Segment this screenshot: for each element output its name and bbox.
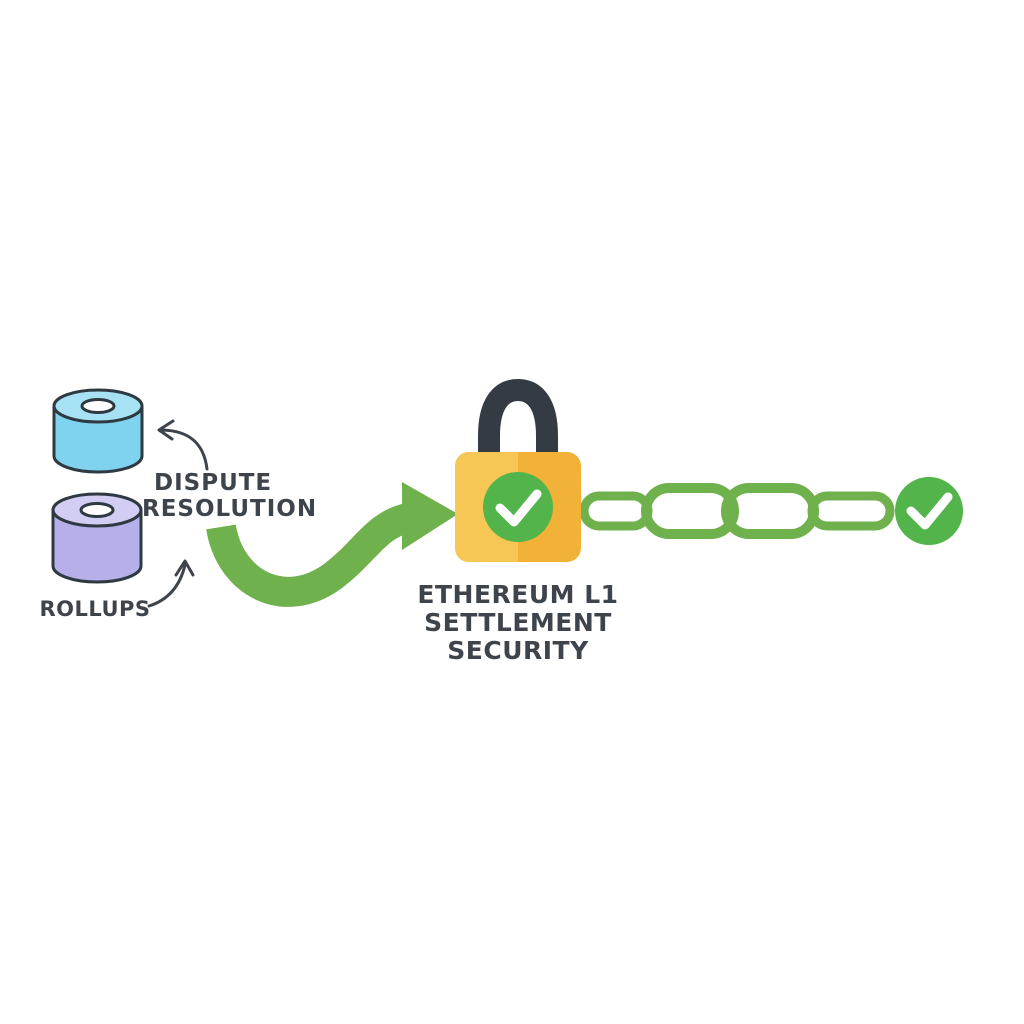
purple-cylinder-hole bbox=[79, 502, 115, 518]
padlock-check-circle bbox=[483, 472, 553, 542]
curved-arrow-top-icon bbox=[161, 428, 209, 471]
finality-checkmark bbox=[906, 492, 953, 530]
flow-arrow-icon bbox=[206, 482, 458, 607]
dispute-line2: RESOLUTION bbox=[142, 496, 318, 522]
settlement-line2: SETTLEMENT bbox=[424, 608, 612, 637]
flow-arrow-head bbox=[402, 482, 458, 550]
pointer-arrows bbox=[147, 419, 209, 608]
padlock-checkmark bbox=[495, 489, 542, 527]
cyan-cylinder-hole bbox=[80, 398, 116, 414]
rollups-label: ROLLUPS bbox=[39, 597, 151, 621]
chain-connector-left bbox=[579, 491, 653, 531]
chain-link-2 bbox=[721, 483, 819, 539]
chain-link-1 bbox=[641, 483, 739, 539]
rollup-cylinder-cyan-icon bbox=[52, 388, 144, 474]
chain-connector-right bbox=[807, 491, 895, 531]
rollup-cylinder-purple-icon bbox=[51, 492, 143, 584]
settlement-title: ETHEREUM L1 SETTLEMENT SECURITY bbox=[377, 581, 659, 665]
padlock-icon bbox=[455, 378, 581, 562]
finality-check-circle bbox=[895, 477, 963, 545]
settlement-line3: SECURITY bbox=[447, 636, 589, 665]
padlock-shackle bbox=[478, 378, 558, 462]
curved-arrow-bottom-head-icon bbox=[174, 559, 195, 577]
dispute-line1: DISPUTE bbox=[154, 470, 273, 496]
chain-links-icon bbox=[579, 483, 895, 539]
flow-arrow-shaft bbox=[206, 503, 412, 607]
dispute-resolution-label: DISPUTE RESOLUTION bbox=[142, 470, 320, 522]
curved-arrow-top-head-icon bbox=[157, 419, 175, 441]
settlement-line1: ETHEREUM L1 bbox=[417, 580, 619, 609]
curved-arrow-bottom-icon bbox=[147, 563, 187, 608]
finality-check-icon bbox=[895, 477, 963, 545]
